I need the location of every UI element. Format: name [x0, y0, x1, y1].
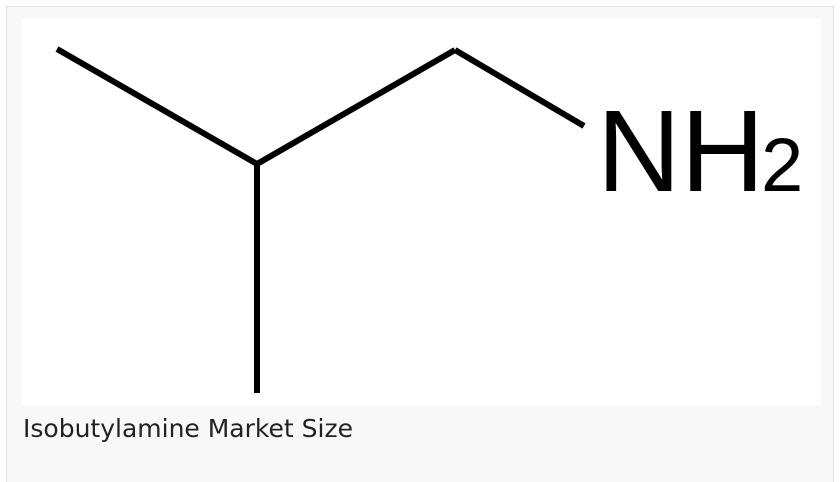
bond-branch-up — [255, 47, 457, 167]
molecule-image: NH 2 — [21, 19, 821, 405]
amine-label: NH — [597, 86, 765, 216]
figure-caption: Isobutylamine Market Size — [23, 414, 353, 443]
bond-methylene-amine — [453, 47, 586, 129]
figure-card: NH 2 Isobutylamine Market Size — [6, 6, 834, 482]
amine-subscript: 2 — [761, 123, 803, 208]
isobutylamine-structure: NH 2 — [55, 46, 803, 393]
bond-methyl-left — [55, 46, 259, 167]
